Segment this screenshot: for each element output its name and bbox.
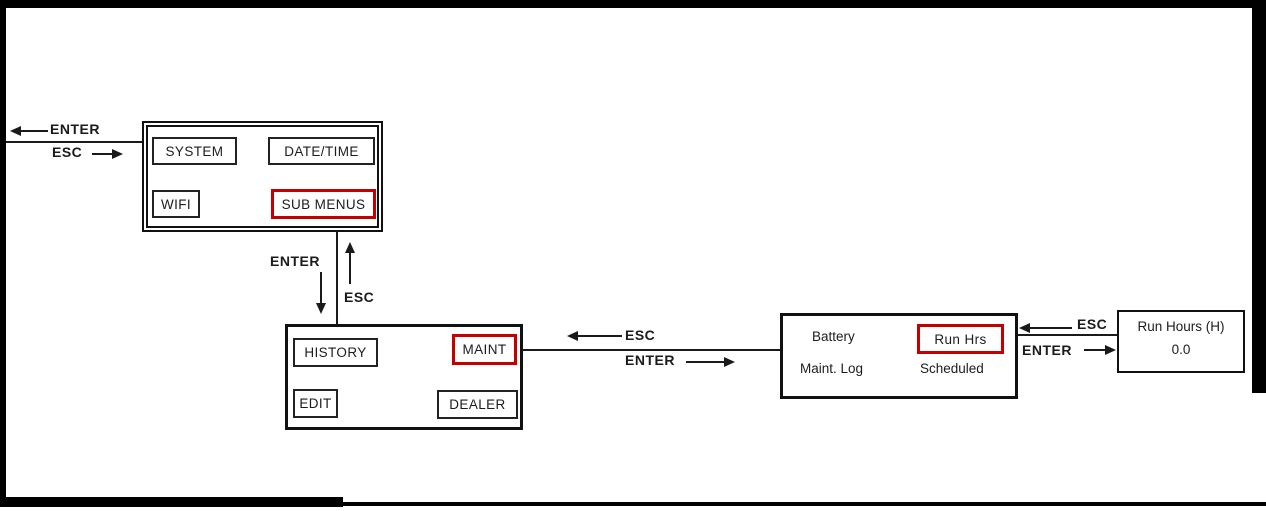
maint-to-run-enter-label: ENTER bbox=[1022, 342, 1072, 358]
menu-item-maint-log: Maint. Log bbox=[800, 361, 864, 376]
arrow-up-icon bbox=[345, 242, 355, 253]
menu-item-history: HISTORY bbox=[293, 338, 378, 367]
main-to-sub-connector-line bbox=[336, 231, 338, 325]
root-enter-label: ENTER bbox=[50, 121, 100, 137]
root-enter-arrow-shaft bbox=[18, 130, 48, 132]
arrow-down-icon bbox=[316, 303, 326, 314]
esc-left-arrow-shaft bbox=[1030, 327, 1072, 329]
menu-item-date-time: DATE/TIME bbox=[268, 137, 375, 165]
menu-item-run-hrs: Run Hrs bbox=[917, 324, 1004, 354]
arrow-right-icon bbox=[112, 149, 123, 159]
root-esc-label: ESC bbox=[52, 144, 83, 160]
run-hours-value: 0.0 bbox=[1171, 342, 1191, 357]
main-to-sub-enter-label: ENTER bbox=[270, 253, 320, 269]
esc-up-arrow-shaft bbox=[349, 253, 351, 284]
frame-right-bar bbox=[1252, 0, 1266, 393]
frame-left-bar bbox=[0, 0, 6, 497]
menu-item-edit: EDIT bbox=[293, 389, 338, 418]
menu-item-wifi: WIFI bbox=[152, 190, 200, 218]
arrow-right-icon bbox=[1105, 345, 1116, 355]
main-to-sub-esc-label: ESC bbox=[344, 289, 375, 305]
screen-main-menu-inner-border bbox=[146, 125, 379, 228]
arrow-left-icon bbox=[567, 331, 578, 341]
menu-item-system: SYSTEM bbox=[152, 137, 237, 165]
arrow-left-icon bbox=[1019, 323, 1030, 333]
esc-left-arrow-shaft bbox=[578, 335, 622, 337]
root-esc-arrow-shaft bbox=[92, 153, 112, 155]
menu-item-sub-menus: SUB MENUS bbox=[271, 189, 376, 219]
menu-item-scheduled: Scheduled bbox=[920, 361, 984, 376]
maint-to-run-esc-label: ESC bbox=[1077, 316, 1108, 332]
frame-bottom-thick-bar bbox=[0, 497, 343, 507]
arrow-left-icon bbox=[10, 126, 21, 136]
frame-bottom-line bbox=[340, 502, 1266, 506]
menu-item-maint: MAINT bbox=[452, 334, 517, 365]
maint-to-run-connector-line bbox=[1018, 334, 1117, 336]
sub-to-maint-esc-label: ESC bbox=[625, 327, 656, 343]
enter-right-arrow-shaft bbox=[1084, 349, 1106, 351]
root-connector-line bbox=[6, 141, 142, 143]
sub-to-maint-connector-line bbox=[523, 349, 780, 351]
enter-down-arrow-shaft bbox=[320, 272, 322, 303]
menu-item-battery: Battery bbox=[812, 329, 855, 344]
screen-maint-menu bbox=[780, 313, 1018, 399]
run-hours-title: Run Hours (H) bbox=[1137, 319, 1225, 334]
frame-top-bar bbox=[0, 0, 1266, 8]
menu-item-dealer: DEALER bbox=[437, 390, 518, 419]
enter-right-arrow-shaft bbox=[686, 361, 724, 363]
sub-to-maint-enter-label: ENTER bbox=[625, 352, 675, 368]
screen-run-hours: Run Hours (H) 0.0 bbox=[1117, 310, 1245, 373]
arrow-right-icon bbox=[724, 357, 735, 367]
